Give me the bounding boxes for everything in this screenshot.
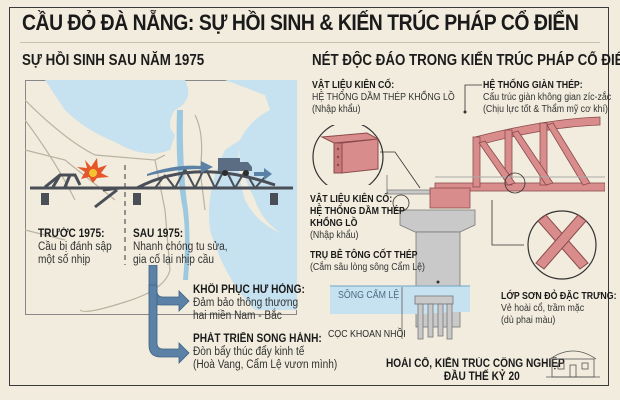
- paint-label: LỚP SƠN ĐỎ ĐẶC TRƯNG: Vẻ hoài cổ, trầm m…: [501, 291, 617, 326]
- truck-icon: [218, 158, 252, 176]
- material-mid-label: VẬT LIỆU KIÊN CỐ: HỆ THỐNG DẦM THÉP KHỔN…: [310, 194, 405, 241]
- leader-line-beam: [380, 151, 421, 189]
- after-1975-label: SAU 1975: Nhanh chóng tu sửa, gia cố lại…: [133, 228, 228, 266]
- pillar-label: TRỤ BÊ TÔNG CỐT THÉP (Cắm sâu lòng sông …: [310, 250, 425, 273]
- piles-label: CỌC KHOAN NHỒI: [328, 329, 406, 340]
- before-1975-label: TRƯỚC 1975: Cầu bị đánh sập một số nhịp: [38, 228, 112, 266]
- branch-arrows: [148, 265, 190, 364]
- leader-line-paint: [491, 200, 524, 246]
- small-arrow-icon: [254, 168, 272, 180]
- steel-truss: [434, 116, 605, 194]
- i-beam-detail: [312, 125, 384, 185]
- river-and-piles: [330, 285, 470, 340]
- page-title: CẦU ĐỎ ĐÀ NẴNG: SỰ HỒI SINH & KIẾN TRÚC …: [22, 10, 579, 35]
- infographic-frame: [9, 7, 609, 386]
- map-illustration: [25, 80, 297, 315]
- bridge-illustration: [30, 158, 293, 209]
- leader-line-truss: [463, 84, 482, 114]
- cross-bracing-detail: [527, 210, 597, 280]
- restore-label: KHÔI PHỤC HƯ HỎNG: Đảm bảo thông thương …: [193, 284, 305, 322]
- heritage-building-icon: [546, 350, 600, 378]
- right-section-title: NÉT ĐỘC ĐÁO TRONG KIẾN TRÚC PHÁP CỔ ĐIỂN: [312, 52, 620, 69]
- river-label: SÔNG CẨM LỆ: [338, 290, 400, 301]
- divider: [20, 42, 600, 43]
- forward-arrow-icon: [147, 161, 213, 176]
- footer-caption: HOÀI CỔ, KIẾN TRÚC CÔNG NGHIỆP ĐẦU THẾ K…: [386, 358, 565, 383]
- left-section-title: SỰ HỒI SINH SAU NĂM 1975: [22, 52, 205, 69]
- material-top-label: VẬT LIỆU KIÊN CỐ: HỆ THỐNG DẦM THÉP KHỔN…: [312, 80, 455, 115]
- develop-label: PHÁT TRIỂN SONG HÀNH: Đòn bẩy thúc đẩy k…: [193, 333, 338, 371]
- truss-label: HỆ THỐNG GIÀN THÉP: Cấu trúc giàn không …: [483, 80, 612, 115]
